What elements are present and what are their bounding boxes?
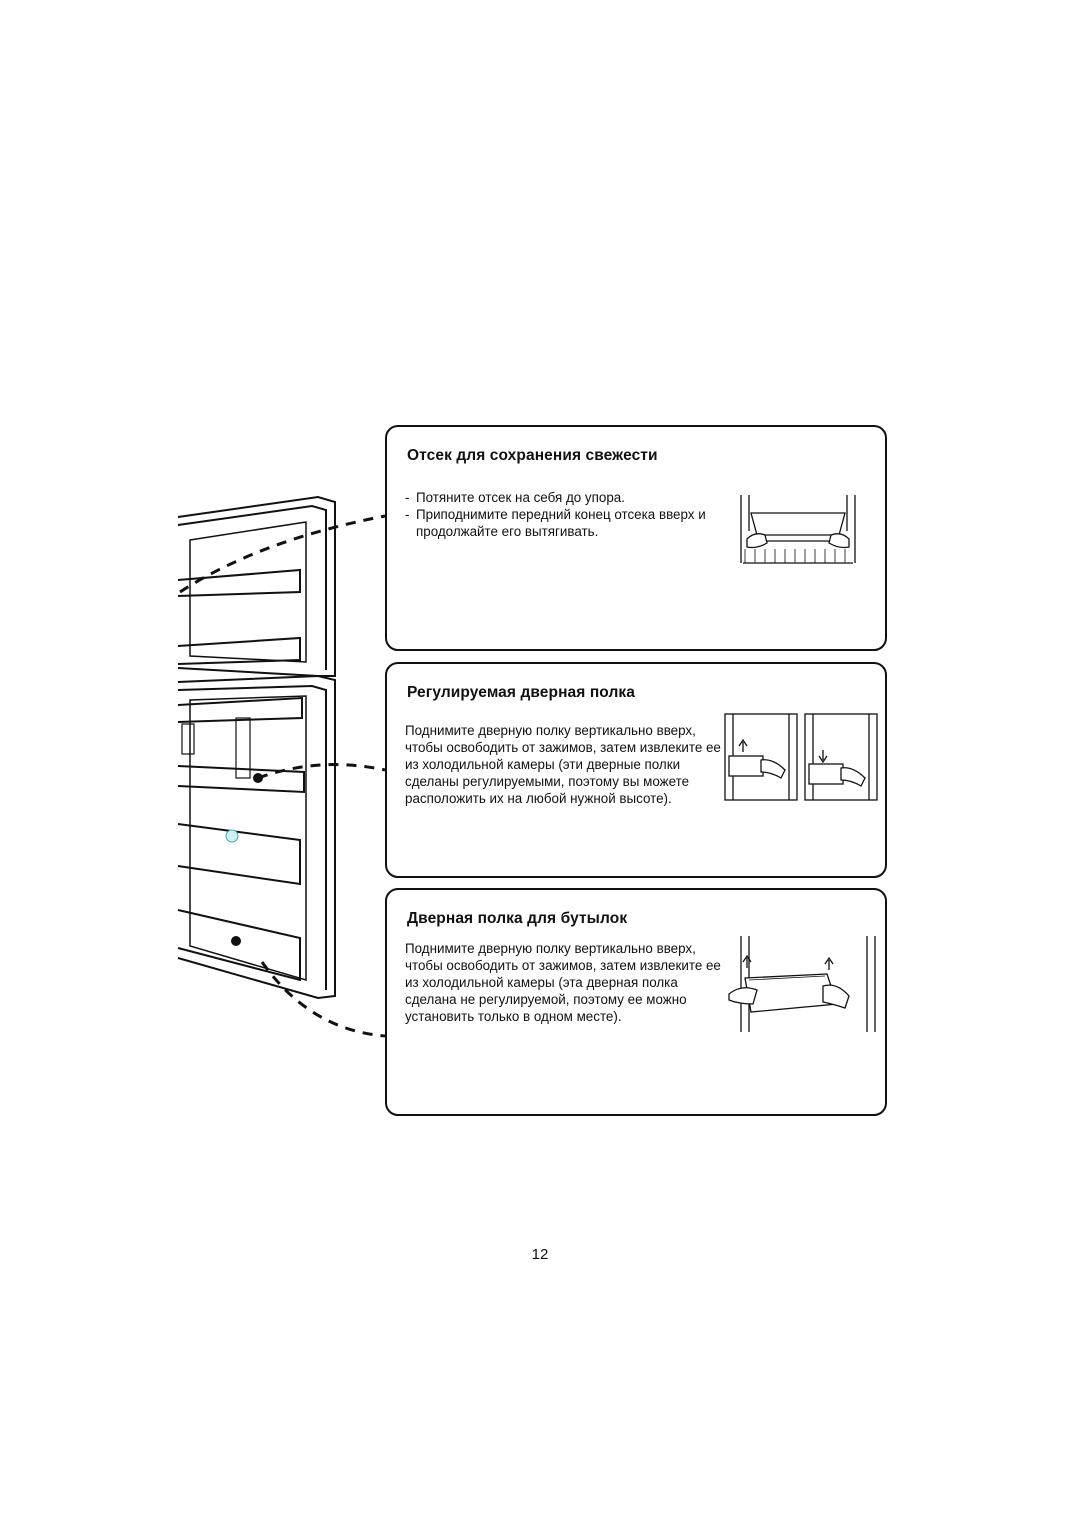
adjustable-door-shelf-title: Регулируемая дверная полка <box>407 684 636 701</box>
instruction-text: Приподнимите передний конец отсека вверх… <box>416 507 706 539</box>
adjustable-door-shelf-panel: Регулируемая дверная полка Поднимите две… <box>385 662 887 878</box>
instruction-text: Потяните отсек на себя до упора. <box>416 490 625 505</box>
adjustable-door-shelf-text: Поднимите дверную полку вертикально ввер… <box>405 723 721 806</box>
instruction-item: - Приподнимите передний конец отсека вве… <box>405 506 735 540</box>
bullet-marker: - <box>405 507 410 522</box>
fresh-compartment-title: Отсек для сохранения свежести <box>407 447 658 464</box>
fresh-compartment-instructions: - Потяните отсек на себя до упора. - При… <box>405 489 735 540</box>
fresh-compartment-panel: Отсек для сохранения свежести - Потяните… <box>385 425 887 651</box>
bottle-shelf-thumbnail <box>728 936 876 1032</box>
bullet-marker: - <box>405 490 410 505</box>
page-number: 12 <box>531 1246 549 1263</box>
adjustable-shelf-thumbnail <box>724 713 878 801</box>
fresh-compartment-thumbnail <box>740 495 856 564</box>
bottle-door-shelf-text: Поднимите дверную полку вертикально ввер… <box>405 941 721 1024</box>
bottle-door-shelf-panel: Дверная полка для бутылок Поднимите двер… <box>385 888 887 1116</box>
instruction-item: - Потяните отсек на себя до упора. <box>405 489 735 506</box>
bottle-door-shelf-title: Дверная полка для бутылок <box>407 910 628 927</box>
